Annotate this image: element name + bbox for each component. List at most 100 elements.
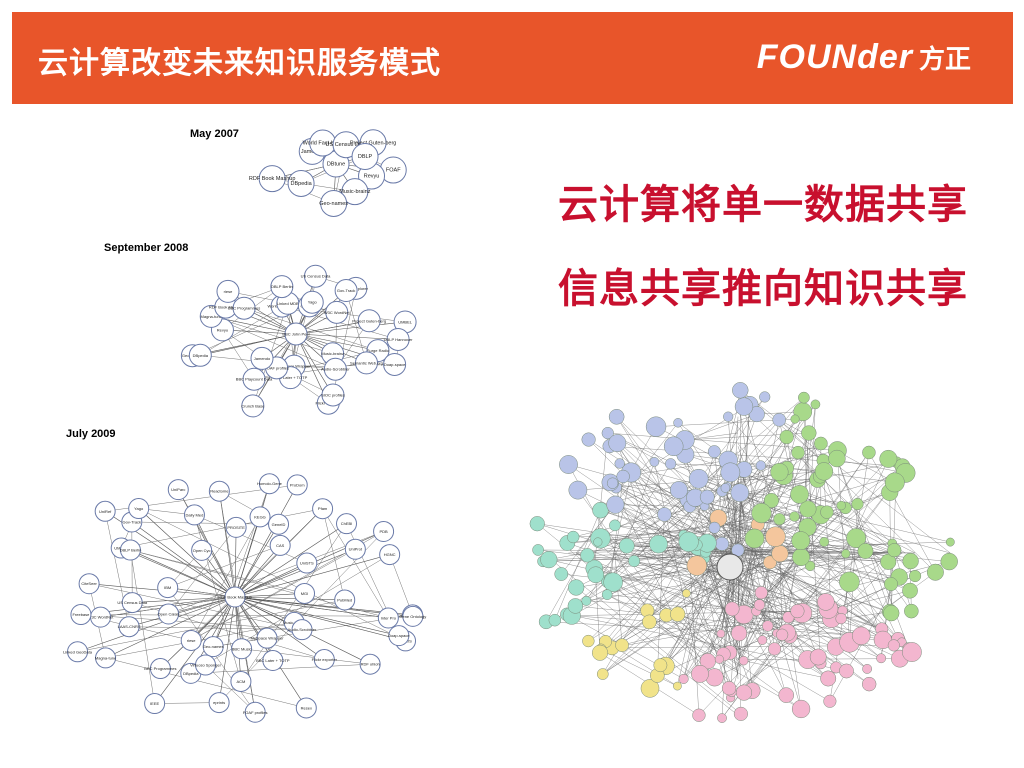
headline-line-1: 云计算将单一数据共享 xyxy=(558,182,968,228)
network-node-label: US Census Data xyxy=(326,142,368,148)
network-node-label: Yago xyxy=(308,300,318,305)
network-node xyxy=(568,480,588,500)
network-link xyxy=(234,554,390,598)
network-node xyxy=(823,694,837,708)
network-node-label: Magna-tune xyxy=(201,314,223,319)
network-link xyxy=(130,550,155,704)
network-link xyxy=(205,664,256,713)
network-node xyxy=(593,537,603,547)
network-node xyxy=(678,673,689,684)
network-link xyxy=(737,446,762,514)
network-node xyxy=(128,498,150,520)
network-node xyxy=(344,538,366,560)
network-link xyxy=(612,483,701,674)
label-september-2008: September 2008 xyxy=(104,242,189,254)
network-node-label: GeneID xyxy=(272,522,286,527)
network-node xyxy=(119,539,141,561)
network-link xyxy=(614,552,623,646)
network-node-label: HGNC xyxy=(384,552,396,557)
network-node-label: W3C WordNet xyxy=(88,615,115,620)
network-node xyxy=(692,708,706,722)
network-node xyxy=(294,582,316,604)
network-node xyxy=(341,178,369,206)
network-node xyxy=(354,351,378,375)
network-link xyxy=(154,702,220,704)
network-link xyxy=(168,596,236,615)
network-link xyxy=(168,527,237,615)
network-link xyxy=(554,510,601,621)
network-node xyxy=(615,638,629,652)
network-node xyxy=(763,492,779,509)
network-link xyxy=(130,549,305,594)
network-node-label: Yago xyxy=(134,506,144,511)
network-link xyxy=(737,512,828,666)
network-node xyxy=(733,706,748,721)
network-node xyxy=(149,658,171,680)
network-node xyxy=(167,479,189,501)
network-node xyxy=(940,552,958,571)
network-node-label: Freebase xyxy=(72,612,90,617)
network-link xyxy=(649,552,686,622)
network-node-label: RDF Book Mashup xyxy=(249,176,295,182)
network-node-label: Inter Pro xyxy=(381,615,397,620)
network-link xyxy=(665,396,765,554)
network-node xyxy=(591,644,609,661)
network-node xyxy=(581,432,596,447)
network-node xyxy=(67,641,89,663)
network-node xyxy=(721,681,737,696)
network-node-label: Doap-space xyxy=(384,362,406,367)
network-link xyxy=(234,596,295,623)
network-node xyxy=(95,647,117,669)
network-node xyxy=(814,462,834,481)
network-node xyxy=(118,616,140,638)
network-link xyxy=(131,521,236,598)
network-node-label: DBpedia xyxy=(291,181,313,187)
network-node xyxy=(779,429,794,445)
network-link xyxy=(586,600,803,614)
network-node xyxy=(751,503,772,524)
network-node xyxy=(819,537,830,547)
network-link xyxy=(619,463,951,554)
network-node-label: DBLP xyxy=(358,154,373,160)
headline-line-2: 信息共享推向知识共享 xyxy=(558,266,968,312)
network-node xyxy=(608,409,625,425)
network-node xyxy=(609,519,621,532)
network-node xyxy=(224,586,246,608)
network-node-label: BBC Later + TOTP xyxy=(274,375,308,380)
network-node xyxy=(791,445,805,460)
network-link xyxy=(130,549,236,598)
network-node xyxy=(242,367,266,391)
network-node-label: Flickr exporter xyxy=(312,657,338,662)
network-node-label: riese xyxy=(187,638,196,643)
network-node xyxy=(716,629,726,639)
network-node-label: Linked MDB xyxy=(277,301,299,306)
network-link xyxy=(649,621,802,710)
network-node xyxy=(862,445,876,460)
network-link xyxy=(771,500,790,554)
network-link xyxy=(234,596,406,642)
network-node xyxy=(771,545,789,563)
network-node-label: Revyu xyxy=(364,174,380,180)
network-node xyxy=(857,543,874,559)
network-node xyxy=(792,548,810,567)
network-node xyxy=(778,687,795,703)
network-node xyxy=(603,572,623,592)
network-link xyxy=(616,416,739,615)
network-node-label: Semantic Web.org xyxy=(350,360,383,365)
network-node xyxy=(665,458,677,470)
network-node xyxy=(724,601,740,617)
network-node-label: BBC Programmes xyxy=(144,666,176,671)
network-link xyxy=(727,486,739,679)
network-node xyxy=(291,619,313,641)
network-node xyxy=(670,481,688,499)
network-node xyxy=(902,642,922,662)
network-link xyxy=(737,594,826,603)
network-node-label: riese xyxy=(224,289,233,294)
network-node-label: ProDom xyxy=(290,482,305,487)
network-link xyxy=(607,594,739,659)
network-link xyxy=(737,432,809,594)
network-node xyxy=(759,391,771,403)
network-node xyxy=(814,436,828,451)
network-node-label: RDF Book Mashup xyxy=(209,305,244,310)
